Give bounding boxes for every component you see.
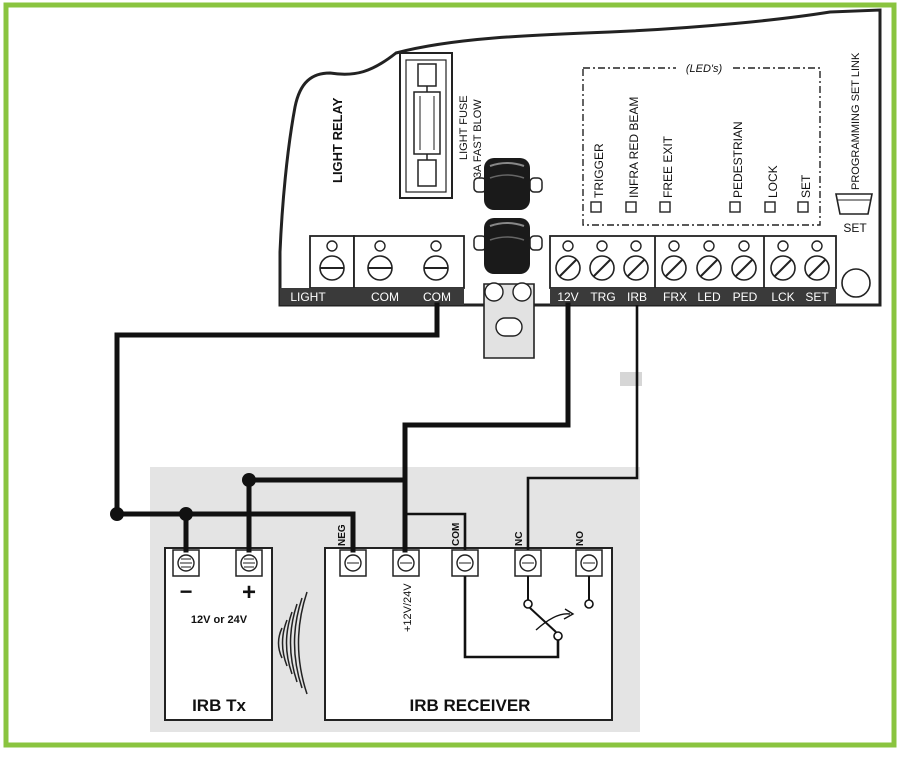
board-hole (841, 268, 871, 298)
wire-neg-bus (114, 511, 356, 553)
led-label-free-exit: FREE EXIT (661, 135, 675, 198)
led-label-infra-red-beam: INFRA RED BEAM (627, 97, 641, 198)
junction-positive (242, 473, 256, 487)
wire-com-stub (405, 512, 467, 550)
terminal-label-lck: LCK (771, 290, 794, 304)
light-relay-label: LIGHT RELAY (330, 97, 345, 183)
programming-set-link (835, 193, 873, 215)
led-lock: LOCK (764, 165, 780, 213)
junction-neg-tx (179, 507, 193, 521)
beam-signal-icon (277, 591, 308, 695)
rx-terminal-nc (514, 549, 542, 577)
tx-title: IRB Tx (192, 696, 246, 715)
tx-minus-symbol: − (180, 579, 193, 604)
rx-terminal-com (451, 549, 479, 577)
relay-contact-switch (463, 576, 594, 659)
terminal-label-bar-left (280, 288, 464, 305)
terminal-block-light (309, 235, 355, 289)
led-set: SET (797, 174, 813, 213)
rx-label-com: COM (451, 523, 462, 546)
terminal-label-set: SET (805, 290, 829, 304)
terminal-label-bar-right (550, 288, 836, 305)
mounting-bracket (483, 282, 535, 359)
led-infra-red-beam: INFRA RED BEAM (625, 97, 641, 213)
rx-label-no: NO (575, 531, 586, 546)
inductor-1 (473, 158, 543, 210)
led-label-trigger: TRIGGER (592, 143, 606, 198)
terminal-label-com-2: COM (423, 290, 451, 304)
tx-plus-symbol: + (242, 579, 256, 606)
terminal-label-trg: TRG (590, 290, 615, 304)
terminal-block-com (353, 235, 465, 289)
terminal-block-right (549, 235, 837, 289)
outer-frame (3, 2, 897, 748)
fuse-rating-label: 3A FAST BLOW (472, 99, 484, 178)
rx-terminal-neg (339, 549, 367, 577)
tx-terminal-minus (172, 549, 200, 577)
led-label-set: SET (799, 174, 813, 198)
rx-terminal-no (575, 549, 603, 577)
terminal-label-12v: 12V (557, 290, 578, 304)
wire-com-to-neg (114, 302, 440, 517)
terminal-label-light: LIGHT (290, 290, 326, 304)
leds-title: (LED's) (686, 63, 723, 75)
light-fuse-label: LIGHT FUSE (458, 95, 470, 160)
terminal-label-led: LED (697, 290, 721, 304)
wire-irb-to-nc (526, 305, 639, 550)
rx-label-12v-24v: +12V/24V (402, 583, 414, 632)
light-fuse-holder (399, 52, 453, 199)
led-label-pedestrian: PEDESTRIAN (731, 121, 745, 198)
rx-title: IRB RECEIVER (410, 696, 531, 715)
tx-terminal-plus (235, 549, 263, 577)
terminal-label-frx: FRX (663, 290, 687, 304)
led-pedestrian: PEDESTRIAN (729, 121, 745, 213)
wiring (110, 302, 639, 553)
wire-12v (402, 302, 571, 553)
rx-label-nc: NC (514, 532, 525, 546)
terminal-label-ped: PED (733, 290, 758, 304)
programming-set-link-label: PROGRAMMING SET LINK (850, 52, 862, 190)
terminal-label-com-1: COM (371, 290, 399, 304)
led-free-exit: FREE EXIT (659, 135, 675, 213)
set-link-label: SET (843, 221, 867, 235)
led-label-lock: LOCK (766, 165, 780, 198)
tx-voltage-label: 12V or 24V (191, 614, 248, 626)
led-trigger: TRIGGER (590, 143, 606, 213)
rx-terminal-12v-24v (392, 549, 420, 577)
inductor-2 (473, 218, 543, 274)
terminal-label-irb: IRB (627, 290, 647, 304)
leds-box (582, 67, 821, 226)
small-shade-mark (620, 372, 642, 386)
rx-label-neg: NEG (337, 524, 348, 546)
junction-neg-left (110, 507, 124, 521)
